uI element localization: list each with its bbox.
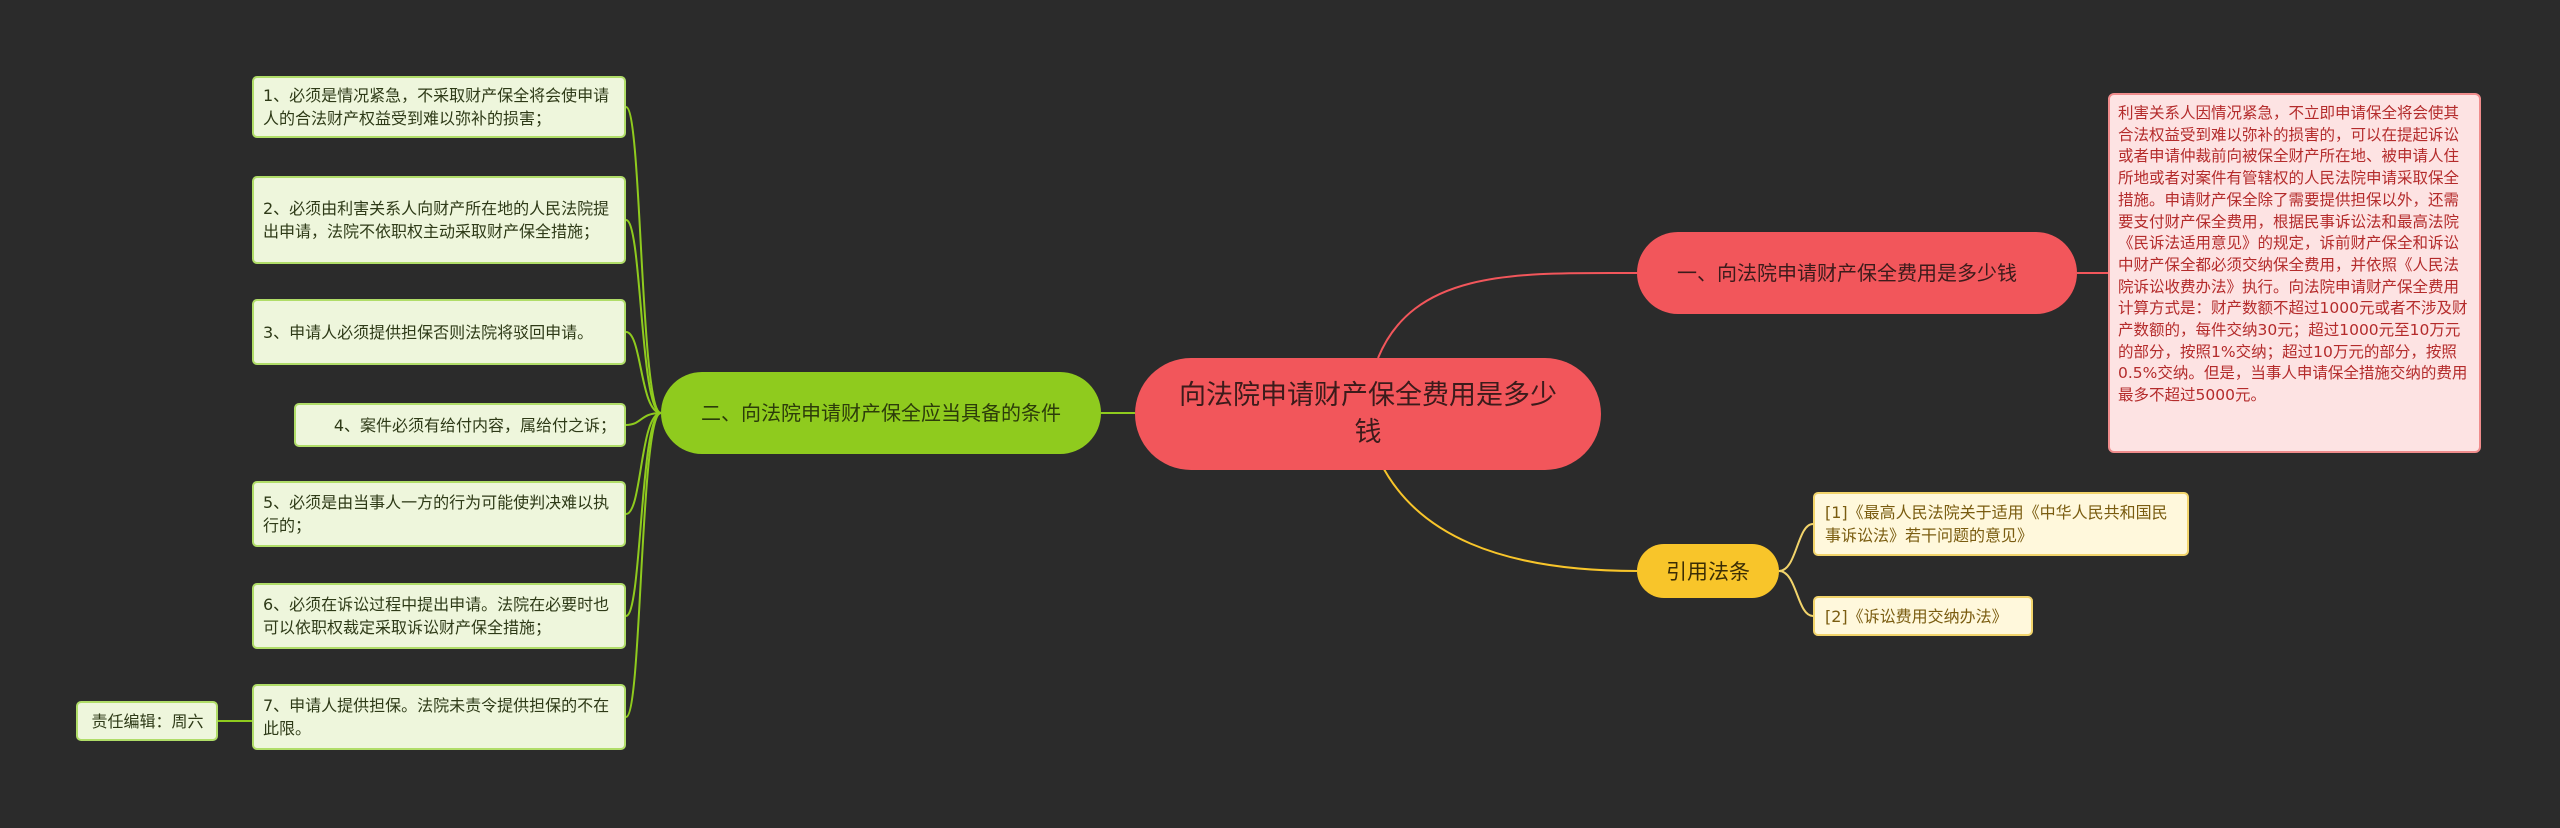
condition-item-2[interactable]: 2、必须由利害关系人向财产所在地的人民法院提出申请，法院不依职权主动采取财产保全… <box>252 176 626 264</box>
law-reference-1-text: [1]《最高人民法院关于适用《中华人民共和国民事诉讼法》若干问题的意见》 <box>1825 503 2168 545</box>
fees-detail-note[interactable]: 利害关系人因情况紧急，不立即申请保全将会使其合法权益受到难以弥补的损害的，可以在… <box>2108 93 2481 453</box>
conditions-to-item5-connector <box>625 412 662 515</box>
condition-item-7-text: 7、申请人提供担保。法院未责令提供担保的不在此限。 <box>263 696 610 738</box>
editor-credit-text: 责任编辑：周六 <box>91 711 204 731</box>
editor-credit[interactable]: 责任编辑：周六 <box>76 701 218 741</box>
condition-item-5-text: 5、必须是由当事人一方的行为可能使判决难以执行的； <box>263 493 610 535</box>
laws-to-ref1-connector <box>1778 523 1814 572</box>
law-reference-2-text: [2]《诉讼费用交纳办法》 <box>1825 606 2008 626</box>
conditions-to-item1-connector <box>625 106 662 414</box>
branch-laws[interactable]: 引用法条 <box>1637 544 1779 598</box>
branch-conditions-label: 二、向法院申请财产保全应当具备的条件 <box>701 400 1061 425</box>
branch-fees-label: 一、向法院申请财产保全费用是多少钱 <box>1677 260 2017 285</box>
condition-item-1[interactable]: 1、必须是情况紧急，不采取财产保全将会使申请人的合法财产权益受到难以弥补的损害； <box>252 76 626 138</box>
root-to-laws-connector <box>1367 429 1638 572</box>
conditions-to-item2-connector <box>625 219 662 414</box>
laws-to-ref2-connector <box>1778 570 1814 617</box>
branch-fees[interactable]: 一、向法院申请财产保全费用是多少钱 <box>1637 232 2077 314</box>
fees-detail-text: 利害关系人因情况紧急，不立即申请保全将会使其合法权益受到难以弥补的损害的，可以在… <box>2118 104 2468 405</box>
conditions-to-item6-connector <box>625 412 662 617</box>
condition-item-4[interactable]: 4、案件必须有给付内容，属给付之诉； <box>294 403 626 447</box>
law-reference-1[interactable]: [1]《最高人民法院关于适用《中华人民共和国民事诉讼法》若干问题的意见》 <box>1813 492 2189 556</box>
root-topic[interactable]: 向法院申请财产保全费用是多少钱 <box>1135 358 1601 470</box>
root-to-fees-connector <box>1377 271 1638 359</box>
branch-conditions[interactable]: 二、向法院申请财产保全应当具备的条件 <box>661 372 1101 454</box>
condition-item-7[interactable]: 7、申请人提供担保。法院未责令提供担保的不在此限。 <box>252 684 626 750</box>
condition-item-2-text: 2、必须由利害关系人向财产所在地的人民法院提出申请，法院不依职权主动采取财产保全… <box>263 199 610 241</box>
condition-item-6[interactable]: 6、必须在诉讼过程中提出申请。法院在必要时也可以依职权裁定采取诉讼财产保全措施； <box>252 583 626 649</box>
condition-item-1-text: 1、必须是情况紧急，不采取财产保全将会使申请人的合法财产权益受到难以弥补的损害； <box>263 86 610 128</box>
law-reference-2[interactable]: [2]《诉讼费用交纳办法》 <box>1813 596 2033 636</box>
condition-item-5[interactable]: 5、必须是由当事人一方的行为可能使判决难以执行的； <box>252 481 626 547</box>
conditions-to-item3-connector <box>625 331 662 414</box>
condition-item-3[interactable]: 3、申请人必须提供担保否则法院将驳回申请。 <box>252 299 626 365</box>
branch-laws-label: 引用法条 <box>1666 560 1750 584</box>
root-topic-label: 向法院申请财产保全费用是多少钱 <box>1179 380 1557 448</box>
condition-item-4-text: 4、案件必须有给付内容，属给付之诉； <box>333 415 616 435</box>
condition-item-3-text: 3、申请人必须提供担保否则法院将驳回申请。 <box>263 322 594 342</box>
condition-item-6-text: 6、必须在诉讼过程中提出申请。法院在必要时也可以依职权裁定采取诉讼财产保全措施； <box>263 595 610 637</box>
conditions-to-item7-connector <box>625 412 662 718</box>
conditions-to-item4-connector <box>625 412 662 426</box>
